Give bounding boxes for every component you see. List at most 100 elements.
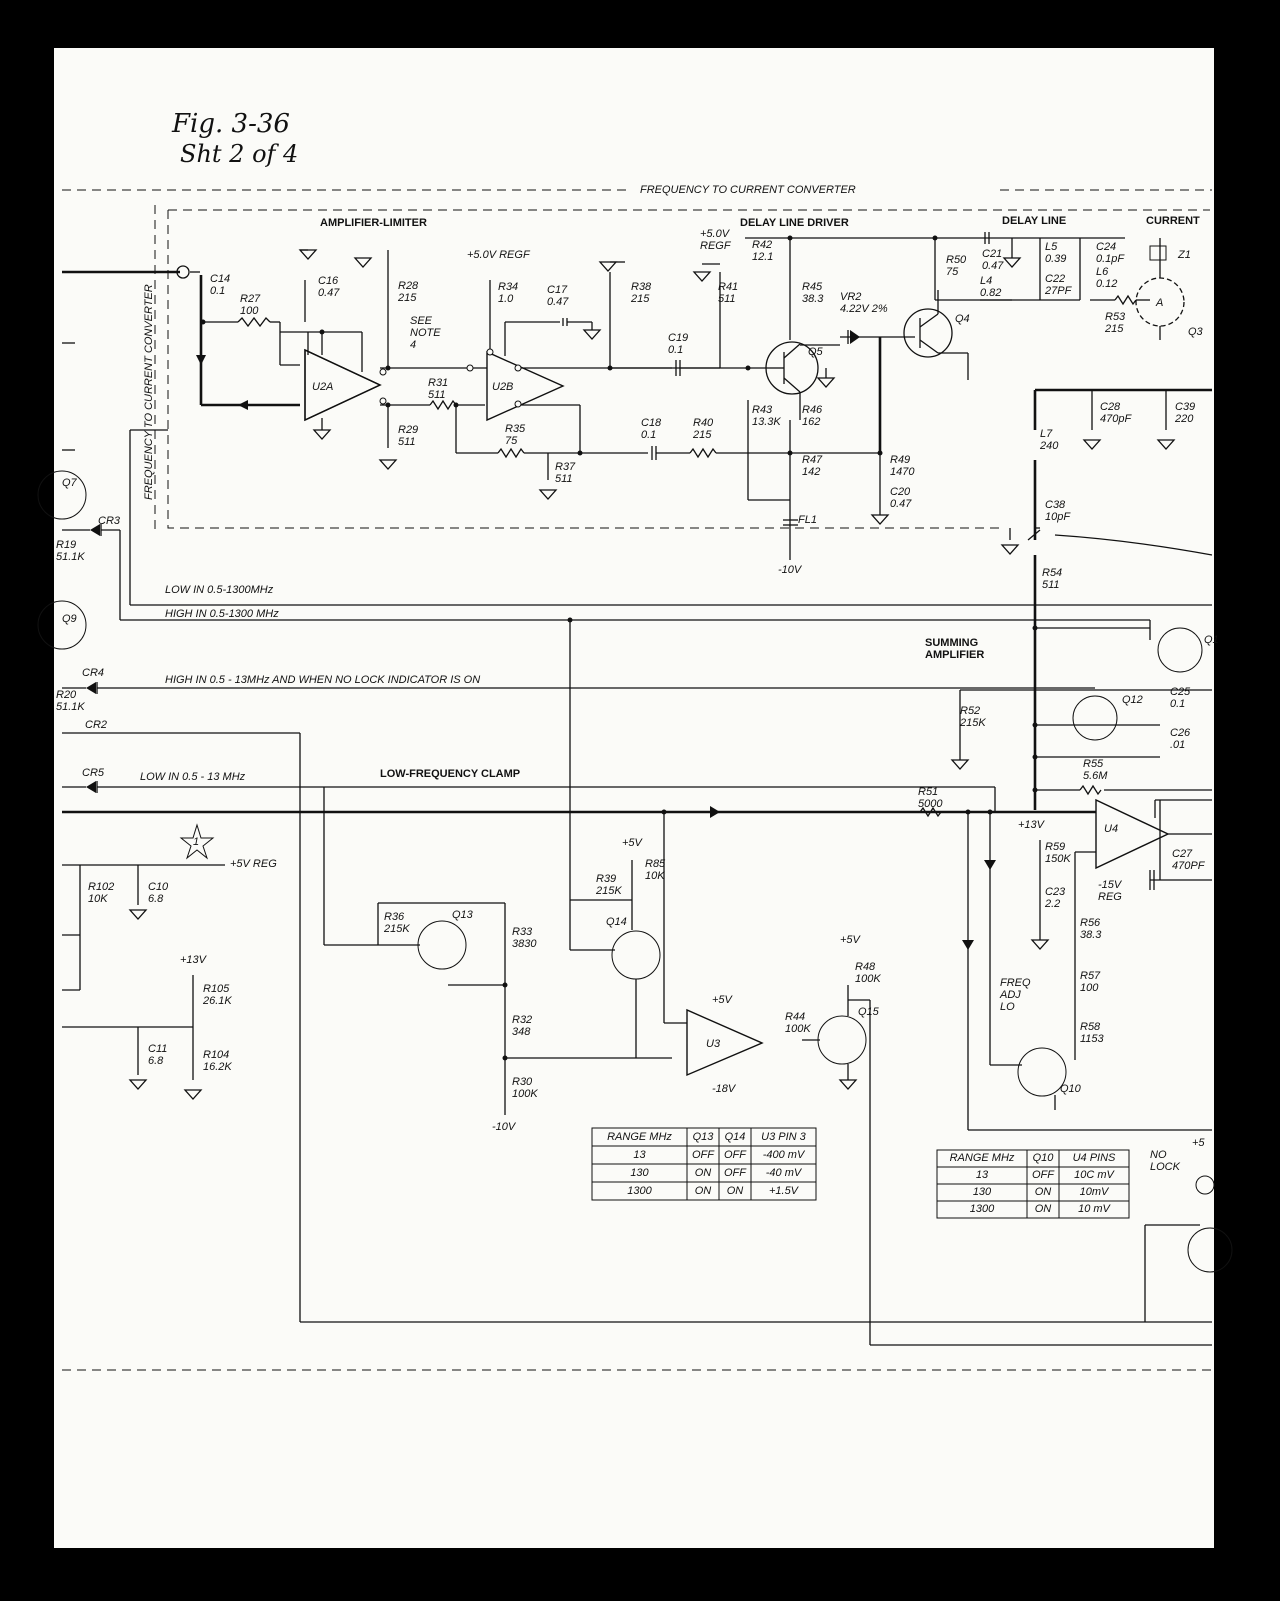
u2b-wiring — [453, 261, 880, 500]
q5-label: Q5 — [808, 346, 824, 358]
signal-high-13-nolock: HIGH IN 0.5 - 13MHz AND WHEN NO LOCK IND… — [165, 674, 480, 686]
q12-label: Q12 — [1122, 694, 1143, 706]
fl1-label: FL1 — [798, 514, 817, 526]
supply-u4-pos-label: +13V — [1018, 819, 1046, 831]
svg-text:Fig. 3-36: Fig. 3-36 — [171, 109, 290, 139]
q7-label: Q7 — [62, 477, 78, 489]
q9-label: Q9 — [62, 613, 77, 625]
table-header-cell: Q14 — [725, 1131, 746, 1143]
table-cell: 10 mV — [1078, 1203, 1111, 1215]
q11-label: Q1 — [1204, 634, 1219, 646]
supply-q14-label: +5V — [622, 837, 644, 849]
q3-label: Q3 — [1188, 326, 1204, 338]
low-frequency-clamp-wiring — [324, 617, 1233, 1346]
table-cell: 130 — [630, 1167, 649, 1179]
amplifier-limiter-heading: AMPLIFIER-LIMITER — [320, 217, 427, 229]
table-cell: OFF — [1032, 1169, 1055, 1181]
cr4-label: CR4 — [82, 667, 104, 679]
u2a-label: U2A — [312, 381, 333, 393]
signal-low-13: LOW IN 0.5 - 13 MHz — [140, 771, 246, 783]
u4-amplifier — [1095, 798, 1170, 870]
summing-wiring — [950, 388, 1212, 810]
cr3-label: CR3 — [98, 515, 121, 527]
low-frequency-clamp-heading: LOW-FREQUENCY CLAMP — [380, 768, 520, 780]
table-cell: 10C mV — [1074, 1169, 1115, 1181]
svg-text:Sht 2 of 4: Sht 2 of 4 — [180, 140, 298, 168]
table-cell: 13 — [976, 1169, 989, 1181]
c26-label: C26.01 — [1170, 727, 1191, 751]
table-cell: -40 mV — [766, 1167, 803, 1179]
table-cell: OFF — [724, 1149, 747, 1161]
cr2-label: CR2 — [85, 719, 107, 731]
table-cell: ON — [695, 1167, 712, 1179]
figure-title: Fig. 3-36 Sht 2 of 4 — [171, 109, 298, 168]
table-cell: ON — [727, 1185, 744, 1197]
supply-no-lock-label: +5 — [1192, 1137, 1205, 1149]
supply-u3-pos-label: +5V — [712, 994, 734, 1006]
table-header-cell: Q13 — [693, 1131, 715, 1143]
bottom-left-wiring — [62, 823, 225, 1100]
table-cell: 13 — [633, 1149, 646, 1161]
table-header-cell: U3 PIN 3 — [761, 1131, 807, 1143]
current-heading: CURRENT — [1146, 215, 1200, 227]
u4-wiring — [62, 799, 1212, 1131]
table-header-cell: U4 PINS — [1073, 1152, 1116, 1164]
section-borders — [62, 189, 1213, 1371]
q10-label: Q10 — [1060, 1083, 1082, 1095]
table-cell: 10mV — [1080, 1186, 1110, 1198]
delay-line-heading: DELAY LINE — [1002, 215, 1066, 227]
u2a-amplifier — [304, 348, 382, 422]
q15-label: Q15 — [858, 1006, 880, 1018]
delay-line-driver-heading: DELAY LINE DRIVER — [740, 217, 849, 229]
supply-u3-neg-label: -18V — [712, 1083, 737, 1095]
supply-u2b-label: +5.0V REGF — [467, 249, 531, 261]
